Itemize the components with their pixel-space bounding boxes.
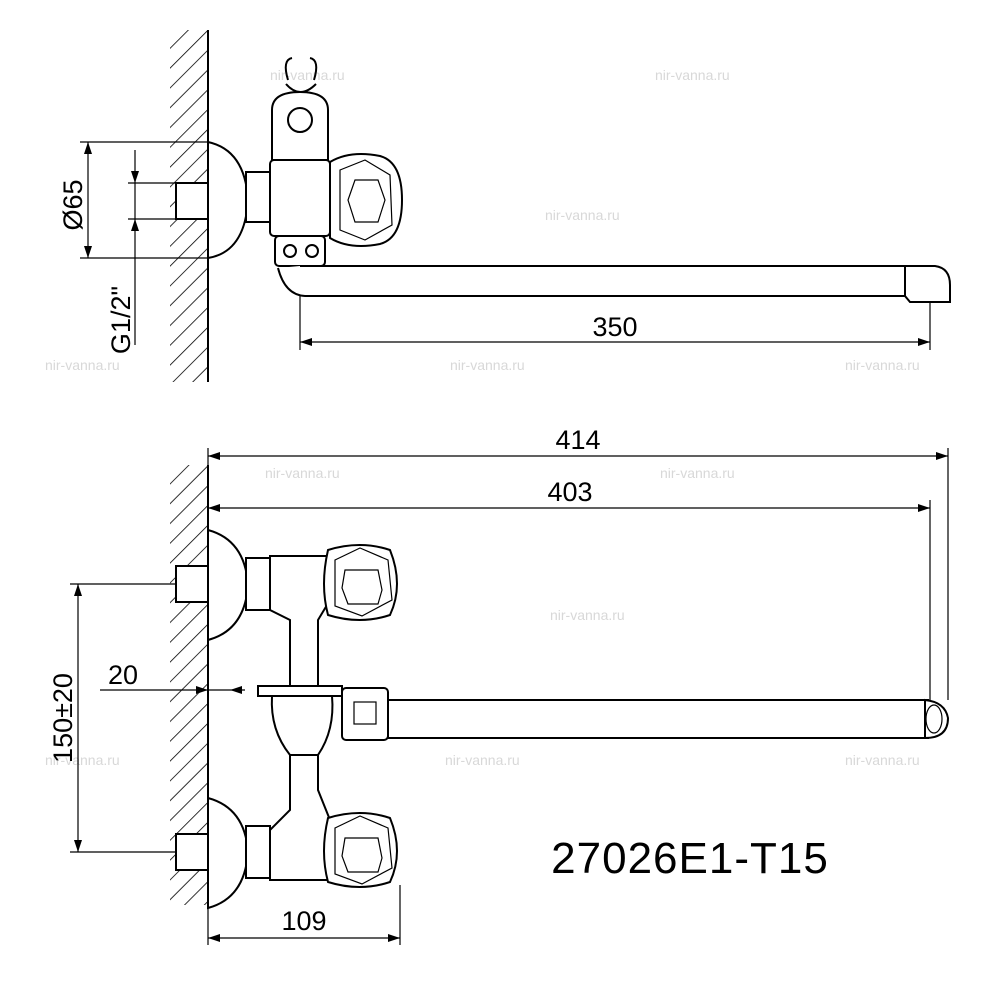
watermark: nir-vanna.ru	[660, 465, 735, 481]
watermark: nir-vanna.ru	[45, 357, 120, 373]
dim-thread: G1/2"	[106, 286, 136, 354]
inlet-pipe-lower	[175, 833, 209, 871]
diverter-knob-grip	[353, 701, 377, 725]
diverter-dot	[305, 244, 319, 258]
dim-flange-diameter: Ø65	[58, 179, 88, 230]
handle-facets	[339, 159, 393, 241]
holder-bar	[257, 685, 343, 697]
diverter-knob	[341, 687, 389, 741]
spout	[277, 265, 911, 297]
flange-upper	[207, 528, 250, 642]
union-nut	[245, 171, 271, 223]
side-view: Ø65 G1/2" 350	[58, 30, 951, 382]
watermarks: nir-vanna.ru nir-vanna.ru nir-vanna.ru n…	[45, 67, 920, 768]
dim-body-depth: 109	[281, 906, 326, 936]
inlet-pipe	[175, 182, 209, 220]
flange-lower	[207, 796, 250, 910]
nut-upper	[245, 557, 271, 611]
wall-flange	[207, 140, 250, 260]
dim-length-to-outlet: 403	[547, 477, 592, 507]
front-view: 414 403 20 150±20 109 27026E1-T15	[48, 425, 950, 945]
diverter-body	[270, 695, 334, 756]
dim-overall-length: 414	[555, 425, 600, 455]
dim-inlet-spacing: 150±20	[48, 673, 78, 763]
watermark: nir-vanna.ru	[450, 357, 525, 373]
holder-ring	[287, 107, 313, 133]
diverter-dot	[283, 244, 297, 258]
holder-clip	[284, 57, 318, 93]
watermark: nir-vanna.ru	[45, 752, 120, 768]
watermark: nir-vanna.ru	[270, 67, 345, 83]
handle-hot-facets	[334, 547, 393, 617]
spout-aerator	[925, 704, 943, 734]
model-number: 27026E1-T15	[551, 834, 829, 883]
watermark: nir-vanna.ru	[445, 752, 520, 768]
body-upper	[269, 555, 331, 691]
watermark: nir-vanna.ru	[845, 357, 920, 373]
watermark: nir-vanna.ru	[655, 67, 730, 83]
spout-outlet	[904, 265, 951, 303]
watermark: nir-vanna.ru	[265, 465, 340, 481]
dim-wall-offset: 20	[108, 660, 138, 690]
handle-cold-facets	[334, 815, 393, 885]
nut-lower	[245, 825, 271, 879]
mixer-body	[269, 159, 331, 237]
spout	[387, 699, 929, 739]
shower-holder	[271, 90, 329, 161]
inlet-pipe-upper	[175, 565, 209, 603]
spout-end	[924, 698, 950, 740]
watermark: nir-vanna.ru	[845, 752, 920, 768]
dim-spout-reach: 350	[592, 312, 637, 342]
valve-handle	[329, 153, 404, 247]
watermark: nir-vanna.ru	[550, 607, 625, 623]
wall-hatch	[170, 465, 208, 905]
watermark: nir-vanna.ru	[545, 207, 620, 223]
